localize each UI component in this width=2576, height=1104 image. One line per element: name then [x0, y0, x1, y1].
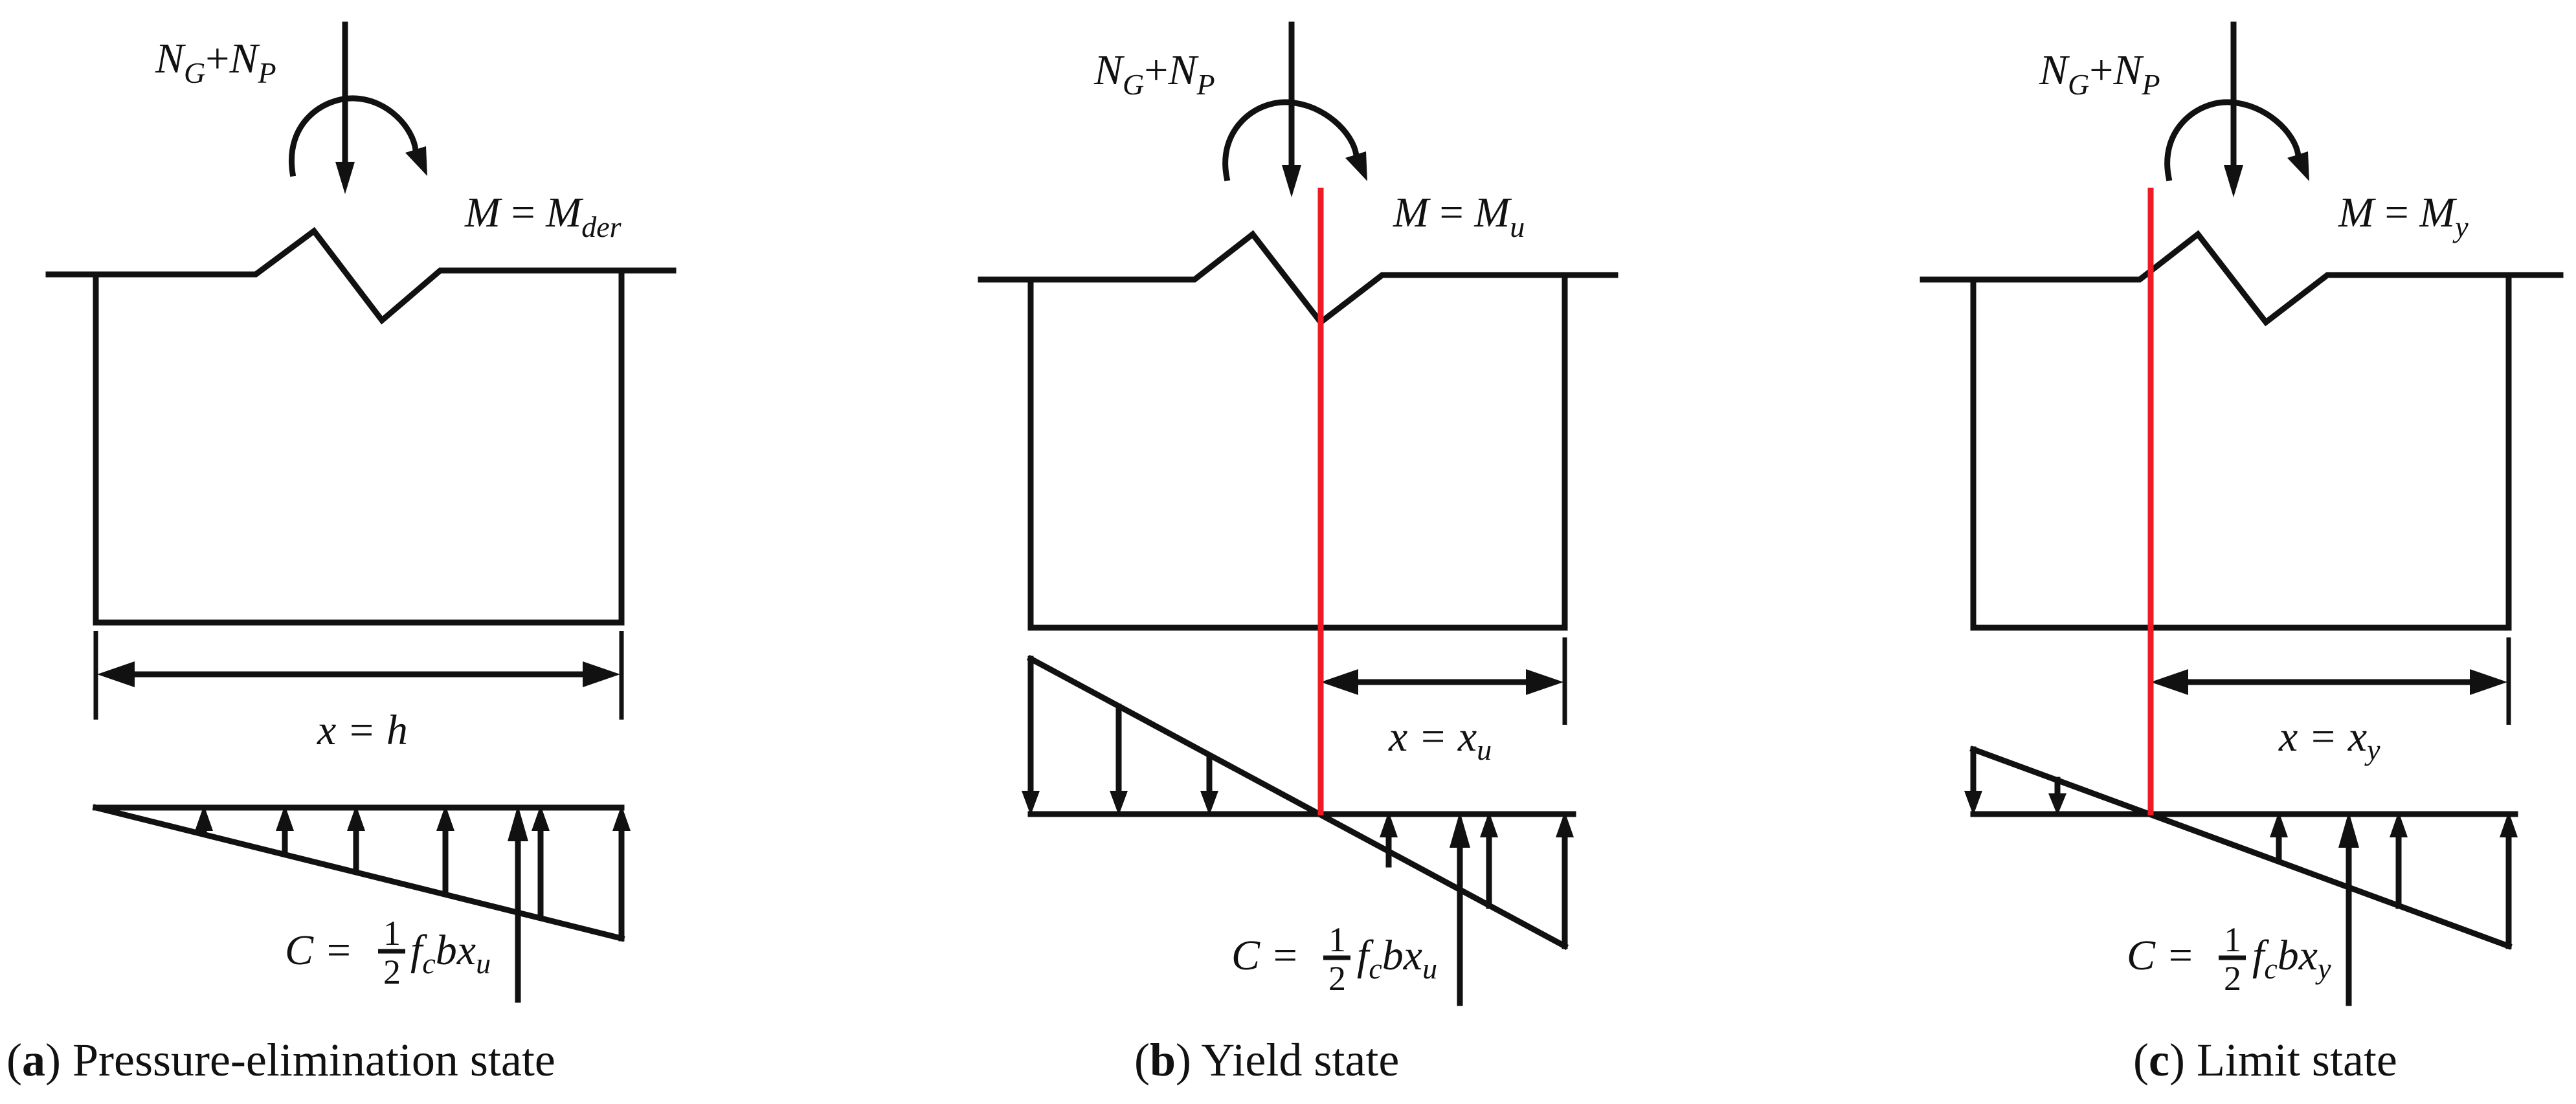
dimension-arrow-right-a — [583, 661, 620, 687]
moment-arrowhead-c — [2287, 151, 2309, 181]
resultant-label-b: C = — [1231, 932, 1299, 979]
panel-c: NG+NP M = My x = xy C = 1 2 fcbxy — [1920, 21, 2564, 1086]
moment-label-b: M = Mu — [1393, 189, 1525, 243]
axial-load-arrowhead-c — [2224, 165, 2243, 197]
load-label-c: NG+NP — [2039, 47, 2160, 101]
section-top-edge-b — [978, 230, 1618, 327]
resultant-label-c: C = — [2127, 932, 2195, 979]
depth-label-b: x = xu — [1388, 713, 1492, 766]
resultant-fraction-den-b: 2 — [1328, 959, 1346, 998]
resultant-fraction-den-c: 2 — [2224, 959, 2241, 998]
resultant-expr-b: fcbxu — [1357, 932, 1437, 985]
axial-load-arrowhead-a — [335, 162, 355, 194]
caption-c: (c) Limit state — [2133, 1034, 2397, 1086]
depth-label-a: x = h — [317, 707, 408, 754]
axial-load-arrowhead-b — [1282, 165, 1301, 197]
section-body-c — [1970, 272, 2512, 631]
resultant-expr-c: fcbxy — [2252, 932, 2331, 985]
stress-arrows-a — [195, 805, 631, 935]
panel-b: NG+NP M = Mu x = xu C = 1 — [978, 21, 1618, 1086]
dimension-arrow-left-c — [2151, 669, 2188, 695]
moment-arrow-c — [2164, 99, 2302, 182]
moment-arrowhead-b — [1345, 151, 1367, 181]
stress-arrows-tension-b — [1022, 703, 1218, 815]
section-body-b — [1027, 272, 1568, 631]
load-label-a: NG+NP — [155, 35, 276, 89]
resultant-expr-a: fcbxu — [410, 927, 491, 980]
stress-arrows-tension-c — [1964, 777, 2066, 815]
moment-label-a: M = Mder — [464, 189, 622, 243]
caption-b: (b) Yield state — [1134, 1034, 1399, 1086]
moment-arrowhead-a — [405, 146, 427, 176]
resultant-arrowhead-a — [508, 805, 528, 841]
stress-arrows-compression-c — [2270, 811, 2518, 935]
dimension-arrow-right-c — [2470, 669, 2507, 695]
resultant-label-a: C = — [285, 927, 353, 974]
dimension-arrow-right-b — [1526, 669, 1563, 695]
dimension-arrow-left-b — [1321, 669, 1358, 695]
stress-arrows-compression-b — [1380, 811, 1574, 935]
resultant-fraction-num-a: 1 — [383, 914, 401, 953]
moment-arrow-a — [289, 95, 419, 177]
section-body-a — [93, 267, 625, 626]
stress-profile-b — [1026, 654, 1569, 951]
load-label-b: NG+NP — [1093, 47, 1215, 101]
resultant-fraction-num-c: 1 — [2224, 920, 2241, 959]
dimension-arrow-left-a — [97, 661, 135, 687]
resultant-arrowhead-b — [1450, 811, 1470, 848]
moment-arrow-b — [1222, 99, 1360, 182]
section-top-edge-a — [45, 226, 677, 325]
moment-label-c: M = My — [2338, 189, 2469, 243]
section-top-edge-c — [1920, 230, 2564, 327]
depth-label-c: x = xy — [2278, 713, 2380, 766]
resultant-arrowhead-c — [2338, 811, 2359, 848]
caption-a: (a) Pressure-elimination state — [6, 1034, 555, 1086]
resultant-fraction-num-b: 1 — [1328, 920, 1346, 959]
resultant-fraction-den-a: 2 — [383, 953, 401, 991]
panel-a: NG+NP M = Mder x = h — [6, 21, 677, 1086]
stress-profile-c — [1969, 745, 2513, 950]
